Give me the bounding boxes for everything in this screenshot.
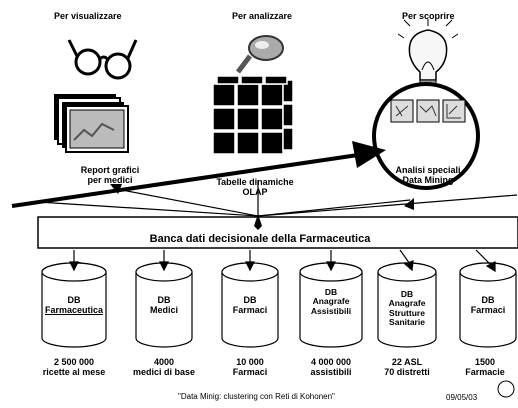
stat-farmaci-unit: Farmaci [232,367,268,378]
stat-assistibili: 4 000 000 assistibili [291,357,371,378]
olap-label-line2: OLAP [242,187,268,198]
db-cylinders [41,262,517,348]
header-analizzare: Per analizzare [232,11,293,21]
db-strutture-line3: Strutture [389,307,425,318]
report-label-line1: Report grafici [80,165,140,175]
db-farmaci-2: DB Farmaci [460,295,516,316]
data-mining-circle [372,82,480,190]
db-farmaci-line2: Farmaci [232,304,268,315]
stat-farmaceutica-unit: ricette al mese [42,367,106,378]
report-label-line2: per medici [87,175,133,186]
db-medici-line1: DB [157,295,171,305]
stat-medici-value: 4000 [153,357,175,367]
stat-farmacie-value: 1500 [474,357,496,367]
db-assistibili-line3: Assistibili [310,305,352,316]
stat-farmaci-value: 10 000 [236,357,264,367]
db-strutture-line4: Sanitarie [389,317,425,328]
db-farmaceutica-line1: DB [67,295,81,305]
connector-lines [37,180,518,217]
db-farmaci2-line1: DB [481,295,495,305]
glasses-icon [67,39,138,80]
db-farmaceutica-line2: Farmaceutica [44,304,104,315]
header-scoprire: Per scoprire [402,11,455,21]
db-anagrafe-assistibili: DB Anagrafe Assistibili [300,287,362,316]
stat-assistibili-unit: assistibili [310,367,352,378]
stat-farmaci: 10 000 Farmaci [210,357,290,378]
stat-strutture: 22 ASL 70 distretti [367,357,447,378]
mining-label-line1: Analisi speciali [395,165,461,175]
db-farmaci: DB Farmaci [222,295,278,316]
report-label: Report grafici per medici [60,165,160,186]
db-farmaci-line1: DB [243,295,257,305]
db-assistibili-line1: DB [324,287,338,297]
olap-label: Tabelle dinamiche OLAP [205,177,305,198]
stat-farmaceutica-value: 2 500 000 [53,357,95,367]
magnifier-icon [236,35,284,74]
lightbulb-icon [397,19,459,90]
footer-date: 09/05/03 [446,393,478,402]
stat-medici: 4000 medici di base [124,357,204,378]
warehouse-box [37,216,518,249]
db-connectors [69,249,496,273]
db-assistibili-line2: Anagrafe [312,296,350,307]
db-strutture-line2: Anagrafe [388,298,426,309]
db-medici-line2: Medici [149,304,178,315]
db-farmaci2-line2: Farmaci [470,304,506,315]
stat-medici-unit: medici di base [132,367,196,378]
olap-label-line1: Tabelle dinamiche [216,177,294,187]
footer-caption: "Data Minig: clustering con Reti di Koho… [178,392,335,401]
stat-assistibili-value: 4 000 000 [310,357,352,367]
db-anagrafe-strutture: DB Anagrafe Strutture Sanitarie [378,289,436,328]
report-icon [54,94,129,153]
stat-farmacie: 1500 Farmacie [452,357,518,378]
mining-label: Analisi speciali Data Mining [378,165,478,186]
stat-strutture-value: 22 ASL [391,357,423,367]
corner-circle-icon [497,380,515,398]
stat-strutture-unit: 70 distretti [384,367,430,378]
db-farmaceutica: DB Farmaceutica [42,295,106,316]
warehouse-label: Banca dati decisionale della Farmaceutic… [149,233,371,245]
header-visualizzare: Per visualizzare [54,11,122,21]
mining-label-line2: Data Mining [402,175,454,186]
stat-farmacie-unit: Farmacie [465,367,505,378]
db-medici: DB Medici [136,295,192,316]
stat-farmaceutica: 2 500 000 ricette al mese [34,357,114,378]
db-strutture-line1: DB [400,289,414,299]
olap-cube-icon [212,75,294,155]
big-diagonal-arrow [11,141,386,208]
